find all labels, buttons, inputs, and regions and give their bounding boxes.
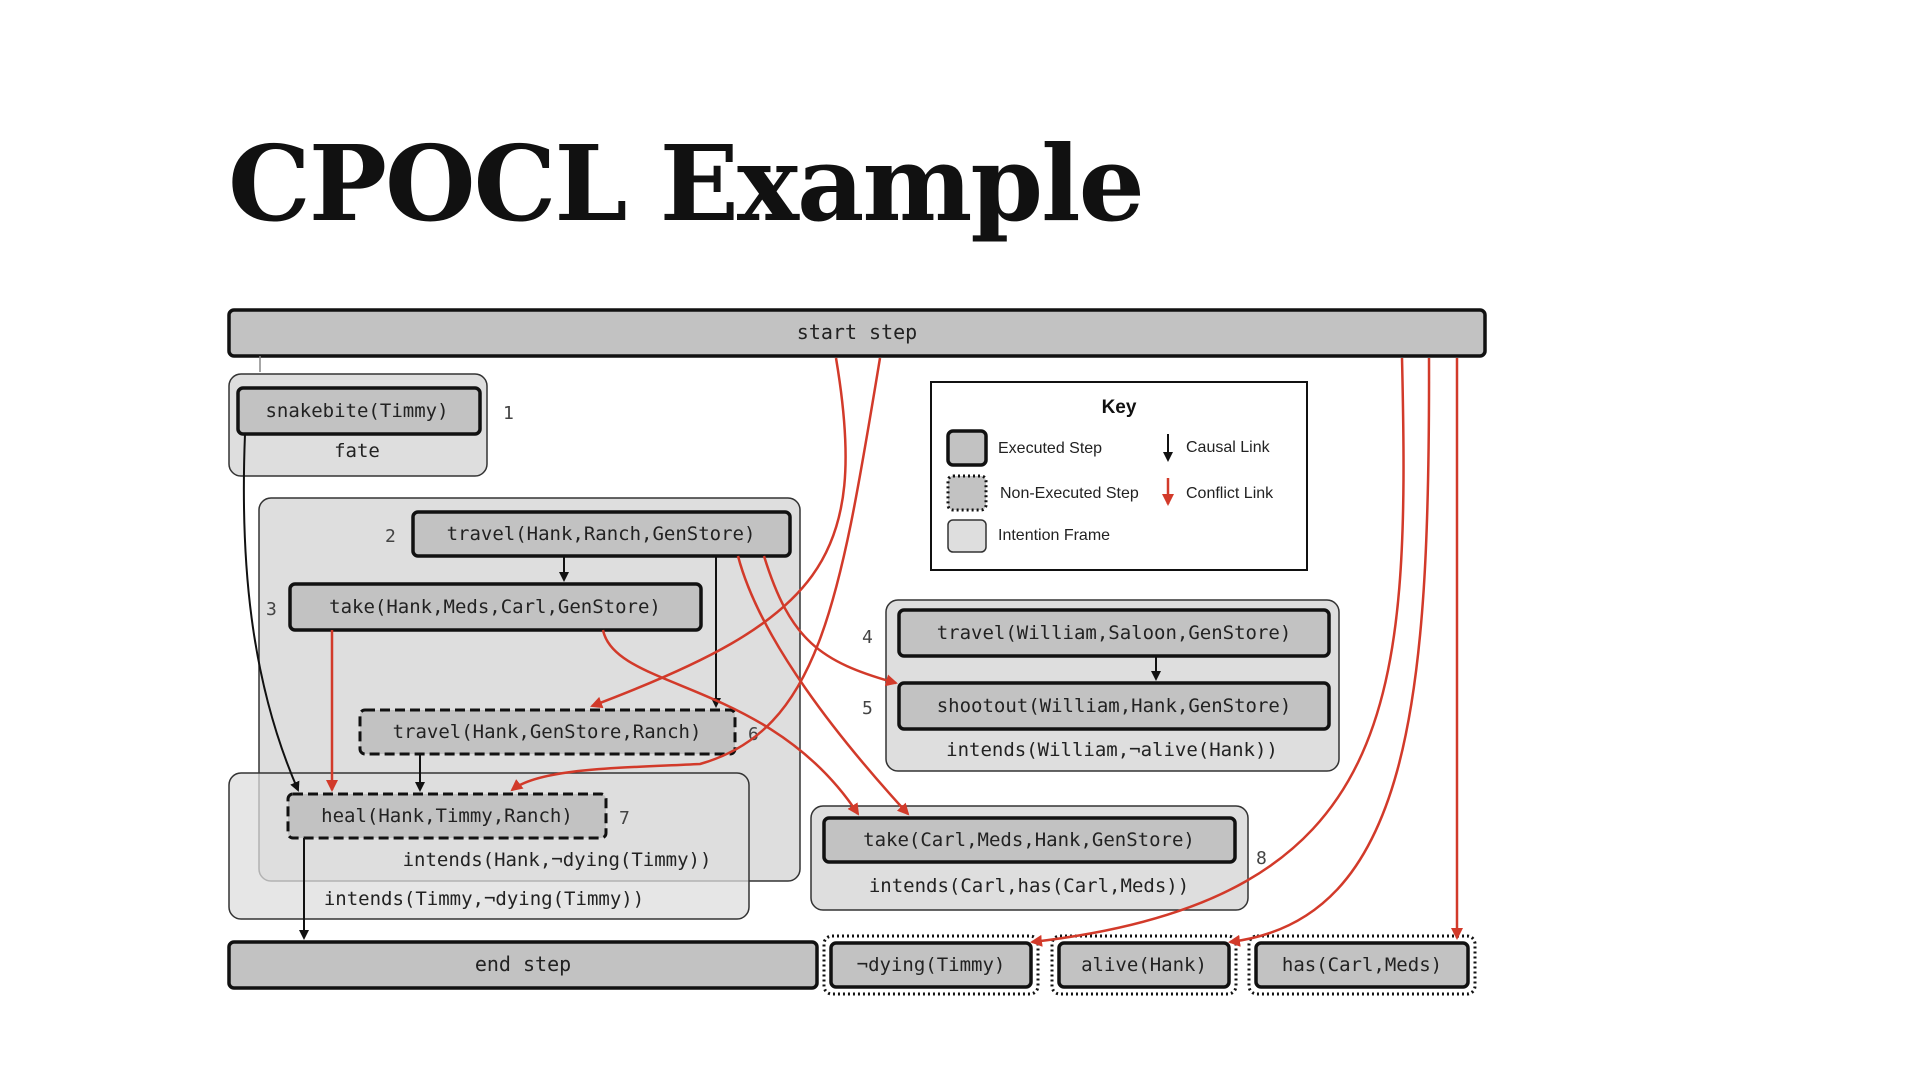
legend-intention-frame-label: Intention Frame <box>998 527 1110 544</box>
step-3: take(Hank,Meds,Carl,GenStore) 3 <box>266 582 703 632</box>
frame-hank-label: intends(Hank,¬dying(Timmy)) <box>403 849 712 871</box>
step-1-label: snakebite(Timmy) <box>265 400 448 422</box>
step-6-number: 6 <box>748 724 759 745</box>
causal-link-1-7 <box>242 433 300 792</box>
frame-carl-label: intends(Carl,has(Carl,Meds)) <box>869 875 1189 897</box>
start-step: start step <box>227 308 1487 358</box>
conflict-link-start-goal1 <box>1030 357 1405 947</box>
legend-executed-label: Executed Step <box>998 440 1102 457</box>
goal-1-label: ¬dying(Timmy) <box>857 954 1006 976</box>
goal-not-dying-timmy: ¬dying(Timmy) <box>822 934 1040 996</box>
frame-william-label: intends(William,¬alive(Hank)) <box>946 739 1278 761</box>
step-3-label: take(Hank,Meds,Carl,GenStore) <box>329 596 661 618</box>
step-7-number: 7 <box>619 808 630 829</box>
step-4: travel(William,Saloon,GenStore) 4 <box>862 608 1331 658</box>
step-8: take(Carl,Meds,Hank,GenStore) 8 <box>822 816 1267 869</box>
step-5-number: 5 <box>862 698 873 719</box>
end-step: end step <box>227 940 819 990</box>
frame-fate-label: fate <box>334 440 380 462</box>
goal-3-label: has(Carl,Meds) <box>1282 954 1442 976</box>
legend-title: Key <box>1102 397 1137 418</box>
conflict-link-2-8 <box>736 555 910 816</box>
frame-timmy-label: intends(Timmy,¬dying(Timmy)) <box>324 888 644 910</box>
step-2: travel(Hank,Ranch,GenStore) 2 <box>385 510 792 558</box>
step-8-label: take(Carl,Meds,Hank,GenStore) <box>863 829 1195 851</box>
end-step-label: end step <box>475 952 571 976</box>
step-7: heal(Hank,Timmy,Ranch) 7 <box>286 792 630 840</box>
legend-non-executed-label: Non-Executed Step <box>1000 485 1139 502</box>
legend-conflict-label: Conflict Link <box>1186 485 1274 502</box>
slide-title: CPOCL Example <box>228 122 1145 245</box>
step-1-number: 1 <box>503 403 514 424</box>
step-8-number: 8 <box>1256 848 1267 869</box>
step-1: snakebite(Timmy) 1 <box>236 386 514 436</box>
legend-causal-label: Causal Link <box>1186 439 1271 456</box>
step-3-number: 3 <box>266 599 277 620</box>
step-5: shootout(William,Hank,GenStore) 5 <box>862 681 1331 731</box>
step-7-label: heal(Hank,Timmy,Ranch) <box>321 805 573 827</box>
conflict-links <box>326 357 1463 947</box>
start-step-label: start step <box>797 320 917 344</box>
conflict-link-start-7 <box>510 357 882 792</box>
legend-intention-frame-swatch <box>947 519 987 553</box>
goal-2-label: alive(Hank) <box>1081 954 1207 976</box>
step-4-label: travel(William,Saloon,GenStore) <box>937 622 1292 644</box>
legend-executed-swatch <box>946 429 988 467</box>
conflict-link-3-8 <box>601 629 860 816</box>
legend-non-executed-swatch <box>946 474 988 512</box>
causal-links <box>242 356 1161 940</box>
conflict-link-2-5 <box>762 555 898 687</box>
goal-has-carl-meds: has(Carl,Meds) <box>1247 934 1477 996</box>
conflict-link-start-6 <box>590 357 847 709</box>
legend: Key Executed Step Non-Executed Step Inte… <box>930 381 1308 571</box>
step-5-label: shootout(William,Hank,GenStore) <box>937 695 1292 717</box>
goal-alive-hank: alive(Hank) <box>1050 934 1238 996</box>
conflict-link-start-goal2 <box>1228 357 1431 947</box>
step-2-number: 2 <box>385 526 396 547</box>
step-6: travel(Hank,GenStore,Ranch) 6 <box>358 708 759 756</box>
step-2-label: travel(Hank,Ranch,GenStore) <box>447 523 756 545</box>
step-6-label: travel(Hank,GenStore,Ranch) <box>393 721 702 743</box>
step-4-number: 4 <box>862 627 873 648</box>
